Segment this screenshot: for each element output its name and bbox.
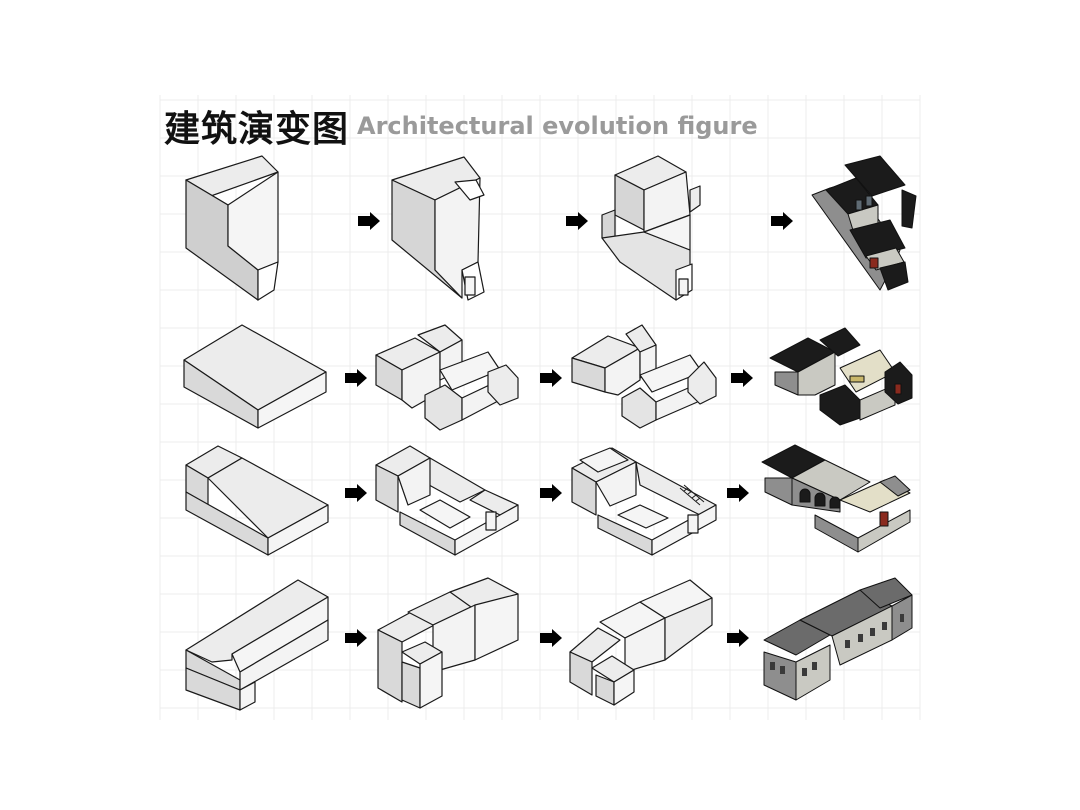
page-title-english: Architectural evolution figure [357, 112, 758, 140]
row-2-step-4-rendered-building [769, 327, 913, 426]
arrow-icon [358, 212, 380, 230]
arrow-icon [540, 629, 562, 647]
row-4-step-1-massing [185, 579, 329, 711]
row-3-step-2-courtyard [375, 445, 519, 556]
row-4-step-4-rendered-building [763, 577, 913, 701]
row-1 [185, 155, 917, 301]
row-1-step-1-massing [185, 155, 279, 301]
row-4-step-2-split-volumes [377, 577, 519, 709]
row-3 [185, 444, 911, 556]
arrow-icon [345, 629, 367, 647]
arrow-icon [345, 369, 367, 387]
row-4-arrows [345, 629, 749, 647]
row-3-step-1-massing [185, 445, 329, 556]
row-2 [183, 324, 913, 431]
row-4 [185, 577, 913, 711]
arrow-icon [727, 629, 749, 647]
row-3-arrows [345, 484, 749, 502]
row-2-step-3-pitched-roofs [571, 324, 717, 429]
arrow-icon [727, 484, 749, 502]
row-4-step-3-pitched-roofs [569, 579, 713, 706]
arrow-icon [771, 212, 793, 230]
arrow-icon [731, 369, 753, 387]
page-title-chinese: 建筑演变图 [164, 109, 350, 150]
row-3-step-4-rendered-building [761, 444, 911, 553]
row-3-step-3-stairs-and-roof [571, 447, 717, 556]
arrow-icon [540, 484, 562, 502]
arrow-icon [540, 369, 562, 387]
row-1-arrows [358, 212, 793, 230]
row-1-step-4-rendered-building [811, 155, 917, 291]
row-2-step-2-courtyard [375, 324, 519, 431]
row-1-step-3-subdivide [601, 155, 701, 301]
row-2-arrows [345, 369, 753, 387]
arrow-icon [566, 212, 588, 230]
row-1-step-2-subtract [391, 156, 485, 301]
arrow-icon [345, 484, 367, 502]
row-2-step-1-massing [183, 324, 327, 429]
